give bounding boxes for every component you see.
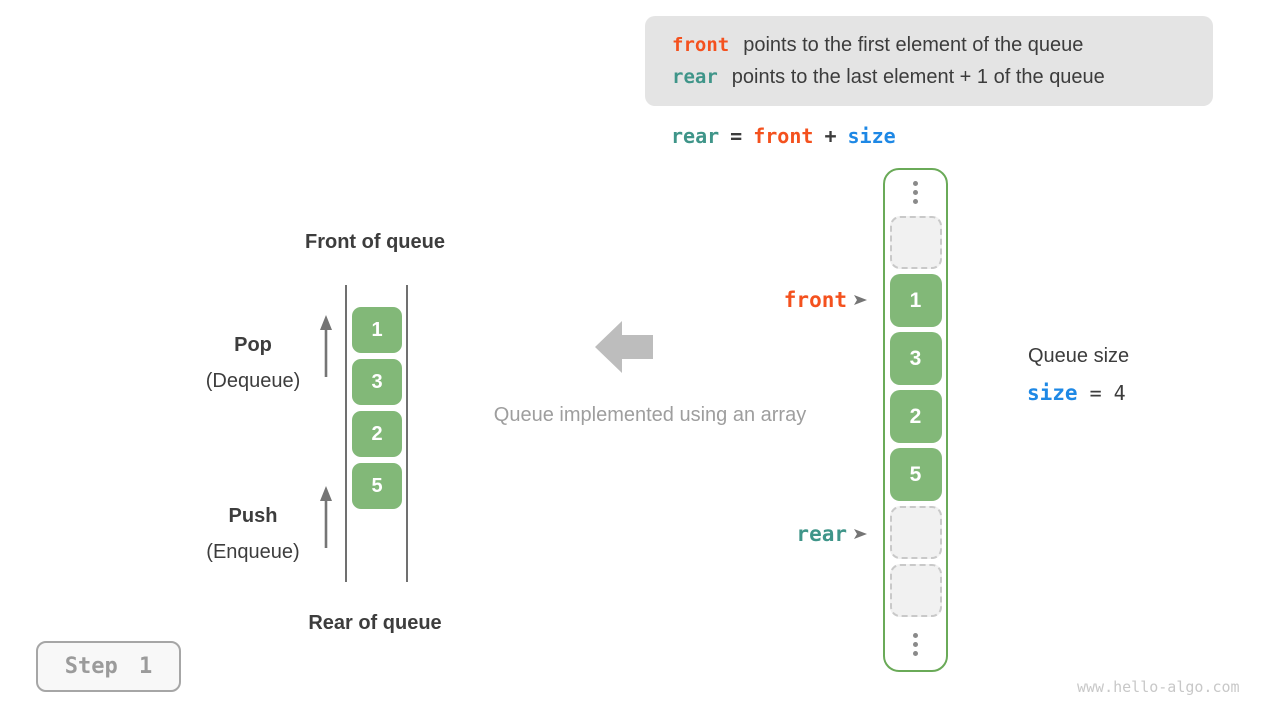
array-empty-cell — [889, 564, 942, 617]
size-variable: size — [1027, 381, 1078, 405]
push-label: Push — [228, 505, 278, 527]
dequeue-label: (Dequeue) — [205, 370, 301, 392]
front-pointer-arrow-icon — [854, 295, 867, 305]
ellipsis-bottom-icon — [913, 633, 918, 656]
pop-label: Pop — [234, 334, 272, 356]
queue-channel-right-line — [406, 285, 408, 582]
array-value-cell: 3 — [889, 332, 942, 385]
queue-channel-left-line — [345, 285, 347, 582]
left-queue-cells: 1 3 2 5 — [352, 307, 402, 509]
size-value: 4 — [1113, 381, 1126, 405]
rear-pointer-label: rear — [796, 522, 847, 546]
queue-size-equation: size = 4 — [1027, 381, 1126, 405]
info-box: front points to the first element of the … — [645, 16, 1213, 106]
rear-pointer-arrow-icon — [854, 529, 867, 539]
info-box-lines: front points to the first element of the … — [672, 34, 1213, 89]
rear-pointer: rear — [796, 522, 867, 546]
array-empty-cell — [889, 506, 942, 559]
info-description: points to the last element + 1 of the qu… — [731, 65, 1105, 88]
formula-rear-front-size: rear = front + size — [671, 122, 896, 150]
array-value-cell: 2 — [889, 390, 942, 443]
queue-size-title: Queue size — [1028, 345, 1130, 367]
front-pointer: front — [784, 288, 867, 312]
formula-token: rear — [671, 124, 720, 148]
info-keyword: front — [672, 34, 730, 56]
front-pointer-label: front — [783, 288, 847, 312]
queue-element-cell: 2 — [352, 411, 402, 457]
ellipsis-top-icon — [913, 181, 918, 204]
step-badge: Step 1 — [36, 641, 181, 692]
middle-caption: Queue implemented using an array — [493, 404, 807, 426]
info-line: front points to the first element of the … — [672, 34, 1213, 57]
array-value-cell: 5 — [889, 448, 942, 501]
info-line: rear points to the last element + 1 of th… — [672, 66, 1213, 89]
queue-element-cell: 3 — [352, 359, 402, 405]
left-block-arrow-icon — [595, 321, 653, 373]
equals-sign: = — [1089, 381, 1102, 405]
queue-element-cell: 1 — [352, 307, 402, 353]
queue-element-cell: 5 — [352, 463, 402, 509]
pop-up-arrow-icon — [320, 315, 332, 377]
formula-token: size — [847, 124, 896, 148]
rear-of-queue-label: Rear of queue — [308, 612, 442, 634]
array-value-cell: 1 — [889, 274, 942, 327]
push-up-arrow-icon — [320, 486, 332, 548]
formula-token: + — [824, 124, 837, 148]
info-description: points to the first element of the queue — [743, 33, 1084, 56]
enqueue-label: (Enqueue) — [206, 541, 300, 563]
info-keyword: rear — [672, 66, 718, 88]
array-empty-cell — [889, 216, 942, 269]
front-of-queue-label: Front of queue — [305, 231, 445, 253]
formula-token: = — [730, 124, 743, 148]
formula-token: front — [753, 124, 814, 148]
watermark-url: www.hello-algo.com — [1077, 678, 1240, 696]
